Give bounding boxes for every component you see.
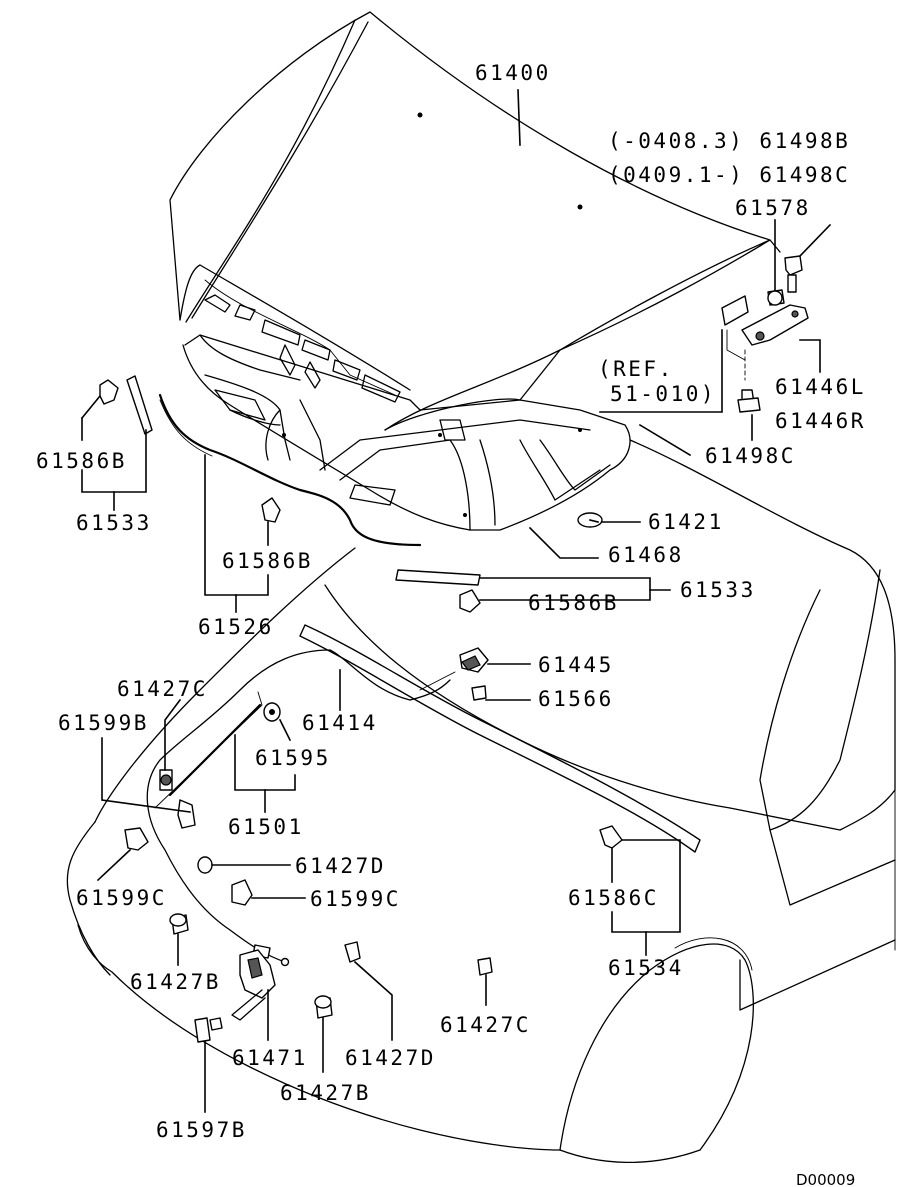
callout-61586b-r: 61586B bbox=[528, 591, 619, 615]
callout-61427d-b: 61427D bbox=[345, 1046, 436, 1070]
callout-61501: 61501 bbox=[228, 815, 304, 839]
callout-range-a: (-0408.3) 61498B bbox=[608, 129, 850, 153]
diagram-code: D00009 bbox=[796, 1171, 855, 1187]
callout-61586c: 61586C bbox=[568, 886, 659, 910]
callout-61471: 61471 bbox=[232, 1046, 308, 1070]
callout-61498c-a: 61498C bbox=[705, 444, 796, 468]
callout-ref-1: (REF. bbox=[598, 357, 674, 381]
callout-61421: 61421 bbox=[648, 510, 724, 534]
callout-labels: 61400 (-0408.3) 61498B (0409.1-) 61498C … bbox=[36, 61, 866, 1187]
hood-support-rod bbox=[154, 691, 281, 809]
callout-61586b-m: 61586B bbox=[222, 549, 313, 573]
callout-61597b: 61597B bbox=[156, 1118, 247, 1142]
callout-61566: 61566 bbox=[538, 687, 614, 711]
car-body-outline bbox=[66, 439, 896, 1164]
callout-61578: 61578 bbox=[735, 196, 811, 220]
callout-range-b: (0409.1-) 61498C bbox=[608, 163, 850, 187]
weatherstrips bbox=[99, 375, 701, 853]
callout-61445: 61445 bbox=[538, 653, 614, 677]
callout-61427c-a: 61427C bbox=[117, 677, 208, 701]
callout-61533-r: 61533 bbox=[680, 578, 756, 602]
callout-61533-l: 61533 bbox=[76, 511, 152, 535]
callout-61446r: 61446R bbox=[775, 409, 866, 433]
callout-61599c-r: 61599C bbox=[310, 887, 401, 911]
callout-61526: 61526 bbox=[198, 615, 274, 639]
callout-61427b-a: 61427B bbox=[130, 970, 221, 994]
callout-61446l: 61446L bbox=[775, 375, 866, 399]
callout-61427d-a: 61427D bbox=[295, 854, 386, 878]
callout-61468: 61468 bbox=[608, 543, 684, 567]
callout-61427b-b: 61427B bbox=[280, 1081, 371, 1105]
callout-61599c-l: 61599C bbox=[76, 886, 167, 910]
callout-61595: 61595 bbox=[255, 746, 331, 770]
small-parts bbox=[169, 497, 623, 1043]
hood-inner-frame bbox=[182, 294, 631, 531]
callout-61599b: 61599B bbox=[58, 711, 149, 735]
callout-61586b-tl: 61586B bbox=[36, 449, 127, 473]
callout-61414: 61414 bbox=[302, 711, 378, 735]
hinge-assembly bbox=[721, 255, 809, 413]
leader-lines bbox=[80, 89, 832, 1113]
callout-61400: 61400 bbox=[475, 61, 551, 85]
callout-61534: 61534 bbox=[608, 956, 684, 980]
callout-ref-2: 51-010) bbox=[610, 382, 716, 406]
callout-61427c-b: 61427C bbox=[440, 1013, 531, 1037]
hood-panel bbox=[169, 11, 781, 431]
